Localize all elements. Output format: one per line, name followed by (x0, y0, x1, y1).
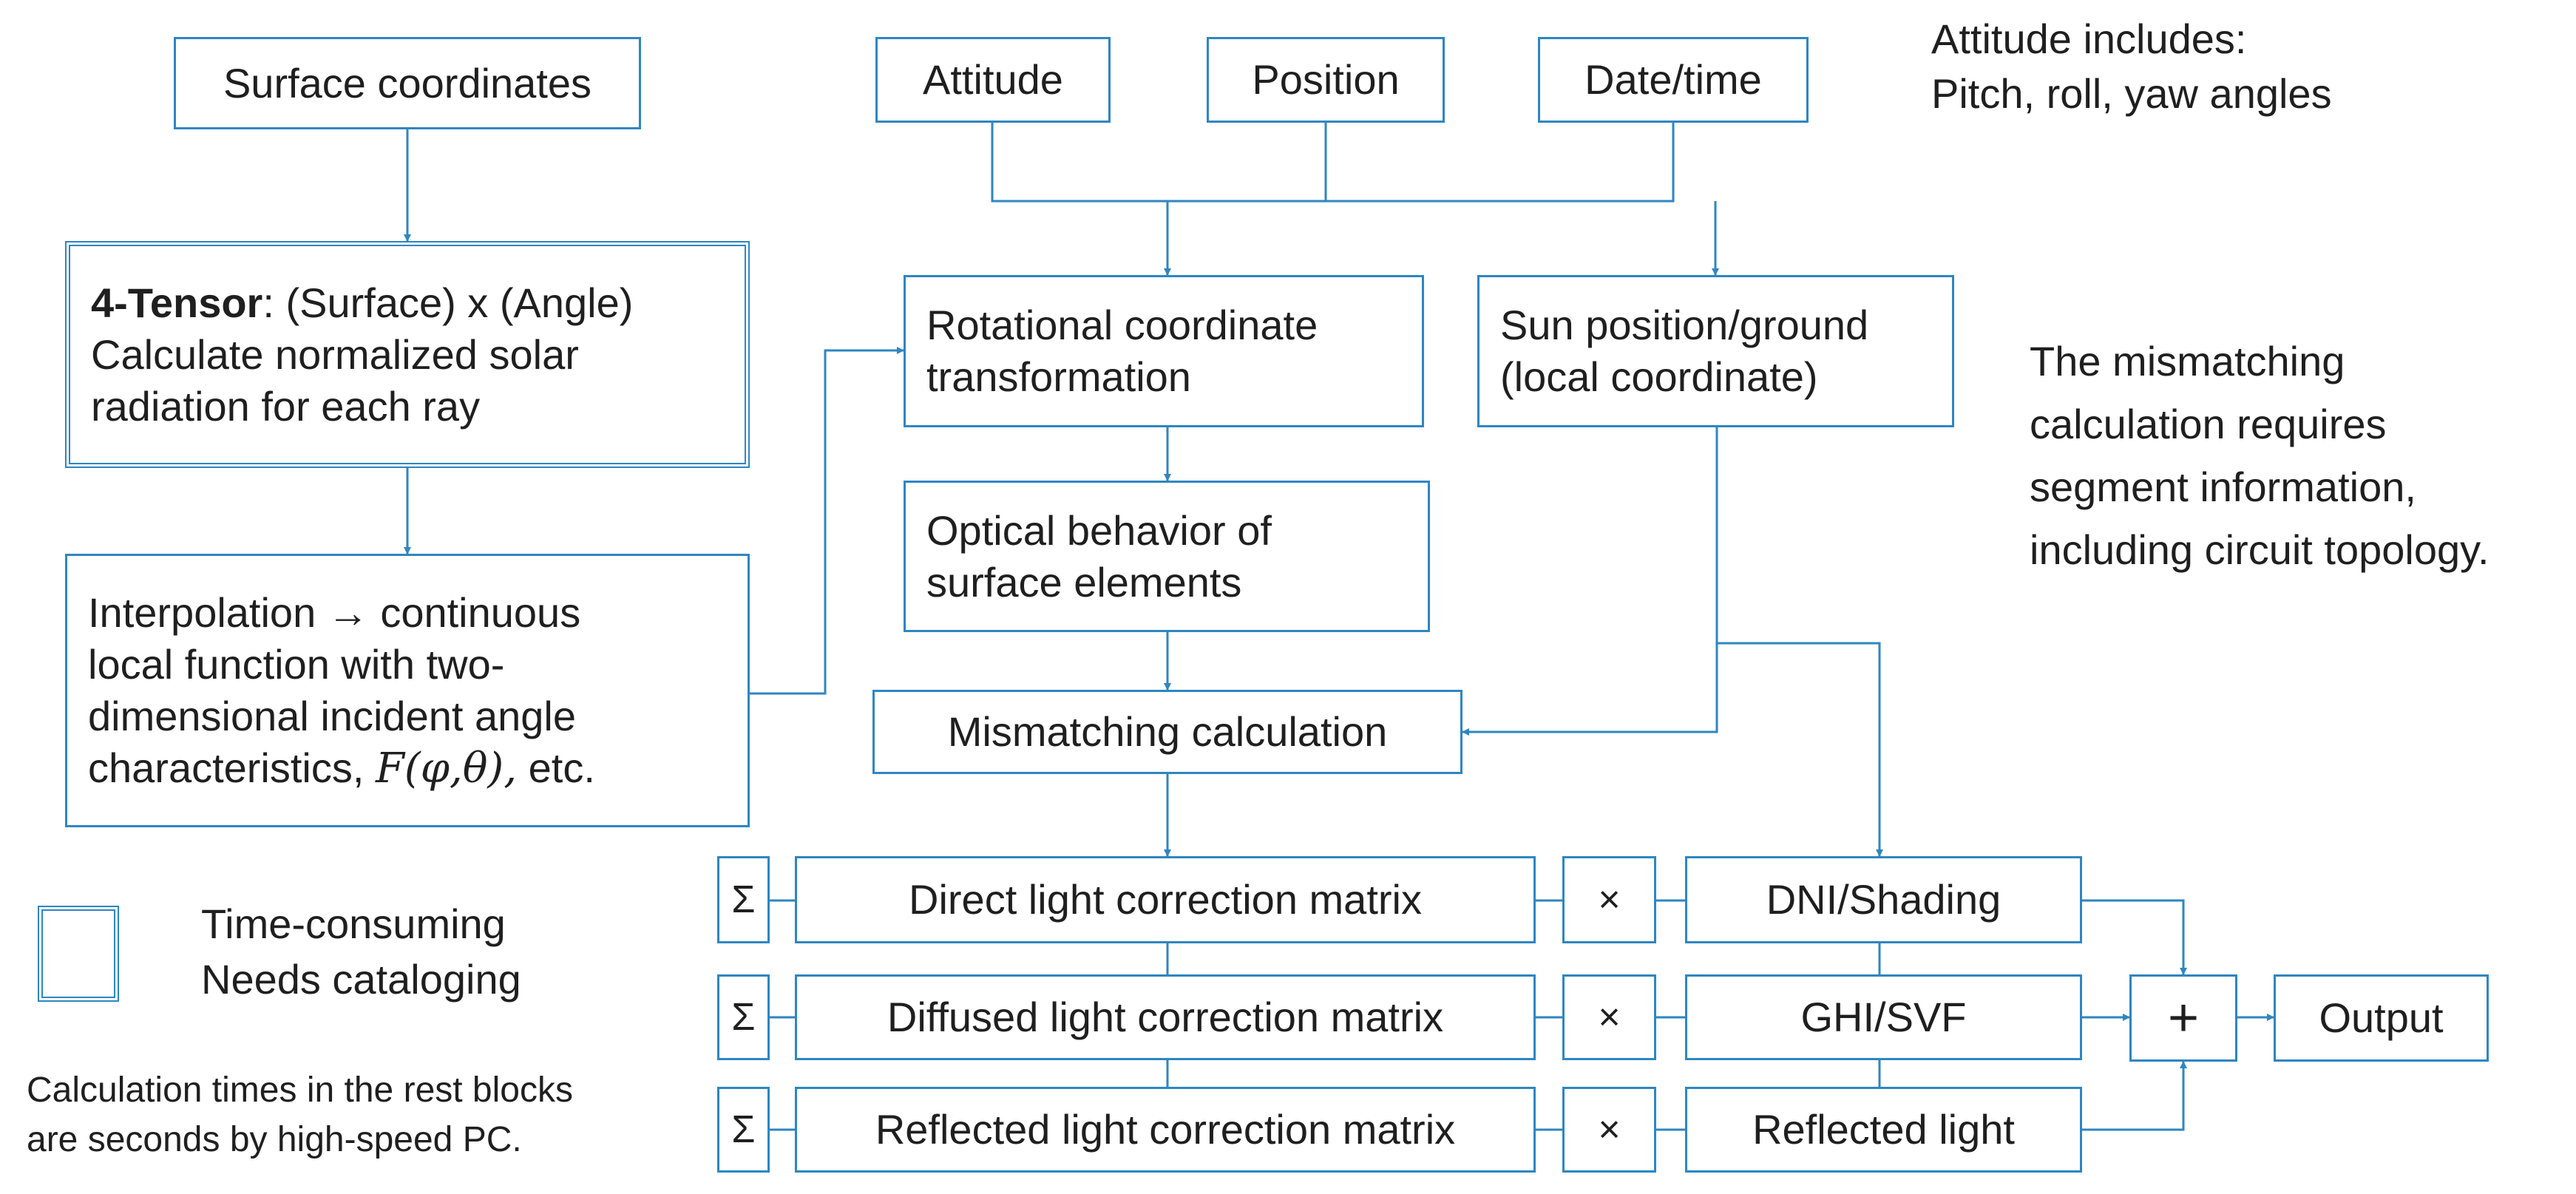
tensor-line2: Calculate normalized solar (91, 330, 579, 378)
tensor-rest-label: : (Surface) x (Angle) (262, 279, 634, 326)
mismatching-label: Mismatching calculation (947, 708, 1388, 755)
mismatch-note-line4: including circuit topology. (2030, 526, 2489, 574)
plus-box: + (2129, 974, 2237, 1062)
legend-line2: Needs cataloging (201, 956, 521, 1003)
connector-sun-to-mismatching (1462, 427, 1718, 736)
interpolation-formula: F(φ,θ), (376, 744, 518, 793)
footer-line2: are seconds by high-speed PC. (27, 1120, 522, 1160)
optical-box: Optical behavior of surface elements (904, 481, 1430, 632)
sun-position-line1: Sun position/ground (1500, 302, 1869, 348)
interpolation-line1: Interpolation → continuous (88, 588, 581, 636)
output-box: Output (2274, 974, 2489, 1062)
connector-reflected-to-plus (2082, 1061, 2187, 1131)
interpolation-line3: dimensional incident angle (88, 692, 576, 739)
tensor-text: 4-Tensor: (Surface) x (Angle) Calculate … (91, 277, 633, 433)
footer-note: Calculation times in the rest blocks are… (27, 1065, 573, 1164)
mismatch-note-line2: calculation requires (2030, 401, 2387, 448)
sun-position-line2: (local coordinate) (1500, 353, 1818, 400)
diffused-matrix-label: Diffused light correction matrix (887, 994, 1444, 1040)
sigma-label-direct: Σ (731, 878, 756, 921)
times-label-reflected: × (1598, 1107, 1621, 1151)
optical-line2: surface elements (926, 558, 1242, 606)
times-box-direct: × (1562, 856, 1656, 943)
output-label: Output (2319, 994, 2444, 1041)
connector-matrix-stack (1166, 943, 1881, 1087)
connector-attitude-down (991, 123, 1675, 203)
diffused-matrix-box: Diffused light correction matrix (795, 974, 1536, 1060)
times-box-diffused: × (1562, 974, 1656, 1060)
interpolation-text: Interpolation → continuous local functio… (88, 587, 595, 795)
sigma-label-reflected: Σ (731, 1107, 756, 1151)
surface-coordinates-box: Surface coordinates (174, 37, 641, 129)
interpolation-line2: local function with two- (88, 640, 505, 688)
legend-line1: Time-consuming (201, 900, 506, 947)
attitude-box: Attitude (875, 37, 1111, 123)
reflected-light-label: Reflected light (1752, 1106, 2015, 1153)
sigma-label-diffused: Σ (731, 995, 756, 1039)
date-time-box: Date/time (1538, 37, 1809, 123)
plus-label: + (2167, 988, 2200, 1048)
tensor-line3: radiation for each ray (91, 382, 481, 430)
rotational-line1: Rotational coordinate (926, 302, 1318, 348)
mismatching-box: Mismatching calculation (872, 690, 1462, 774)
legend-text: Time-consuming Needs cataloging (201, 896, 521, 1007)
legend-swatch (38, 906, 119, 1002)
tensor-box: 4-Tensor: (Surface) x (Angle) Calculate … (65, 241, 750, 468)
surface-coordinates-label: Surface coordinates (223, 59, 592, 106)
rotational-box: Rotational coordinate transformation (904, 275, 1424, 427)
position-label: Position (1252, 56, 1400, 103)
times-label-diffused: × (1598, 995, 1621, 1039)
mismatch-note-line1: The mismatching (2030, 338, 2345, 384)
mismatch-note-line3: segment information, (2030, 464, 2416, 511)
interpolation-line4-suffix: etc. (528, 744, 595, 791)
interpolation-line4-prefix: characteristics, (88, 744, 365, 791)
sigma-box-direct: Σ (717, 856, 770, 943)
interpolation-box: Interpolation → continuous local functio… (65, 554, 750, 827)
connector-interpolation-to-rotational (749, 347, 904, 695)
date-time-label: Date/time (1584, 56, 1762, 103)
reflected-light-box: Reflected light (1685, 1087, 2082, 1173)
tensor-bold-label: 4-Tensor (91, 279, 263, 326)
ghi-box: GHI/SVF (1685, 974, 2082, 1060)
direct-matrix-box: Direct light correction matrix (795, 856, 1536, 943)
footer-line1: Calculation times in the rest blocks (27, 1071, 573, 1110)
sun-position-box: Sun position/ground (local coordinate) (1477, 275, 1954, 427)
connector-dni-to-plus (2082, 899, 2187, 975)
times-box-reflected: × (1562, 1087, 1656, 1173)
attitude-note: Attitude includes: Pitch, roll, yaw angl… (1931, 12, 2332, 121)
attitude-note-line1: Attitude includes: (1931, 16, 2247, 62)
reflected-matrix-box: Reflected light correction matrix (795, 1087, 1536, 1173)
reflected-matrix-label: Reflected light correction matrix (875, 1106, 1456, 1153)
dni-label: DNI/Shading (1766, 876, 2002, 923)
times-label-direct: × (1598, 878, 1621, 921)
rotational-line2: transformation (926, 353, 1191, 400)
sigma-box-diffused: Σ (717, 974, 770, 1060)
optical-line1: Optical behavior of (926, 506, 1272, 554)
connector-sun-to-dni (1717, 642, 1883, 857)
attitude-label: Attitude (923, 56, 1063, 103)
sigma-box-reflected: Σ (717, 1087, 770, 1173)
position-box: Position (1207, 37, 1445, 123)
dni-box: DNI/Shading (1685, 856, 2082, 943)
attitude-note-line2: Pitch, roll, yaw angles (1931, 69, 2332, 117)
ghi-label: GHI/SVF (1800, 994, 1967, 1040)
mismatch-note: The mismatching calculation requires seg… (2030, 330, 2489, 581)
direct-matrix-label: Direct light correction matrix (909, 876, 1422, 923)
